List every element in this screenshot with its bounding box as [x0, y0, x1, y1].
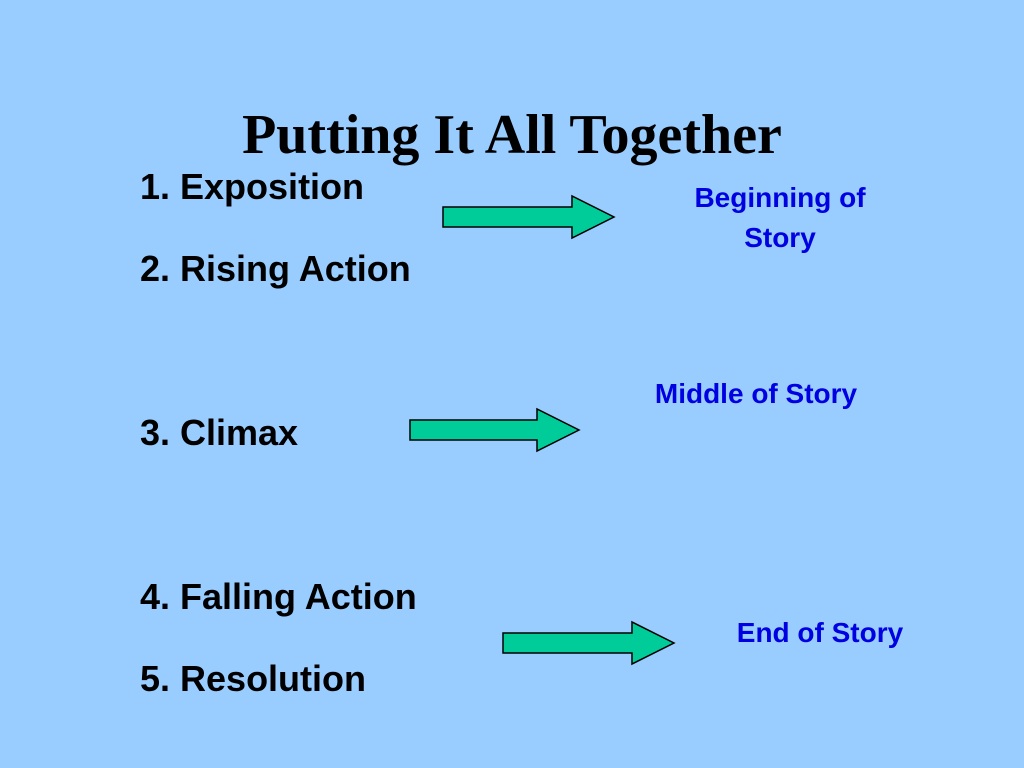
slide-title: Putting It All Together [242, 104, 782, 166]
step-rising-action: 2. Rising Action [140, 248, 411, 289]
step-resolution: 5. Resolution [140, 658, 367, 699]
step-climax: 3. Climax [140, 412, 299, 453]
note-beginning-line2: Story [744, 222, 816, 253]
right-arrow-icon [442, 194, 616, 240]
note-beginning-of-story: Beginning of Story [660, 178, 900, 258]
step-falling-action: 4. Falling Action [140, 576, 417, 617]
step-exposition: 1. Exposition [140, 166, 365, 207]
note-beginning-line1: Beginning of [694, 182, 866, 213]
note-end-of-story: End of Story [736, 617, 904, 648]
right-arrow-icon [502, 620, 676, 666]
note-middle-of-story: Middle of Story [654, 378, 858, 409]
right-arrow-icon [409, 407, 581, 453]
